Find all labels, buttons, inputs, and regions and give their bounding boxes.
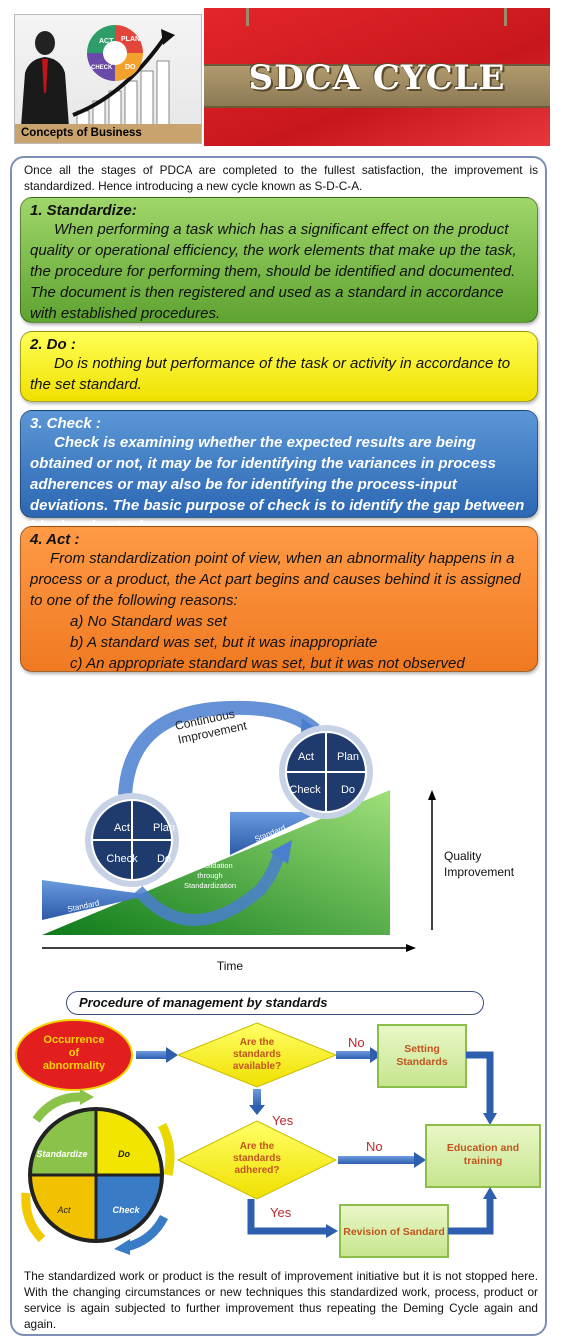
logo-caption: Concepts of Business Excellence <box>15 124 201 143</box>
sdca-standardize: Standardize <box>36 1149 87 1159</box>
arrow <box>249 1105 265 1115</box>
arrow <box>166 1047 178 1063</box>
step-heading: 4. Act : <box>30 531 80 548</box>
reason-item: c) An appropriate standard was set, but … <box>70 655 465 672</box>
standard-wedge-1 <box>42 880 150 920</box>
wheel-do: Do <box>157 853 171 865</box>
step-text: Do is nothing but performance of the tas… <box>30 355 511 393</box>
logo-wheel-plan: PLAN <box>121 36 140 43</box>
step-text: Check is examining whether the expected … <box>30 434 525 535</box>
sdca-act: Act <box>56 1205 71 1215</box>
rope-right <box>504 8 507 26</box>
content-frame <box>10 156 547 1336</box>
consolidation-arrow <box>133 848 286 926</box>
wheel-plan: Plan <box>337 751 359 763</box>
wheel-do: Do <box>341 784 355 796</box>
reason-item: a) No Standard was set <box>70 613 227 630</box>
arrow <box>483 1113 497 1125</box>
step-text: From standardization point of view, when… <box>30 550 521 609</box>
no-label-1: No <box>348 1035 365 1050</box>
logo-wheel-act: ACT <box>99 38 114 45</box>
title-banner: SDCA CYCLE <box>204 8 550 146</box>
outro-text: The standardized work or product is the … <box>24 1269 538 1331</box>
step-heading: 2. Do : <box>30 336 76 353</box>
occurrence-node <box>15 1019 133 1091</box>
pdca-wheel-2: Act Plan Check Do <box>279 725 373 819</box>
question-standards-available <box>176 1022 338 1088</box>
setting-standards-node <box>377 1024 467 1088</box>
step-standardize: 1. Standardize: When performing a task w… <box>20 197 538 323</box>
revision-label: Revision of Sandard <box>343 1226 445 1238</box>
wheel-act: Act <box>114 822 130 834</box>
procedure-title: Procedure of management by standards <box>66 991 484 1015</box>
step-do: 2. Do : Do is nothing but performance of… <box>20 331 538 402</box>
reason-item: b) A standard was set, but it was inappr… <box>70 634 378 651</box>
step-heading: 1. Standardize: <box>30 202 137 219</box>
education-node <box>425 1124 541 1188</box>
banner-strip <box>204 64 550 108</box>
pdca-wheel-1: Act Plan Check Do <box>85 793 179 887</box>
logo: ACT PLAN DO CHECK Concepts of Business E… <box>14 14 202 144</box>
question-standards-adhered <box>176 1120 338 1200</box>
header: ACT PLAN DO CHECK Concepts of Business E… <box>14 8 550 146</box>
standard-wedge-2 <box>230 812 320 855</box>
logo-graphic: ACT PLAN DO CHECK <box>21 25 175 128</box>
no-label-2: No <box>366 1139 383 1154</box>
sdca-wheel: Standardize Do Act Check <box>21 1089 175 1255</box>
wheel-check: Check <box>289 784 321 796</box>
wheel-plan: Plan <box>153 822 175 834</box>
wheel-act: Act <box>298 751 314 763</box>
x-axis-label: Time <box>217 959 244 973</box>
logo-wheel-check: CHECK <box>91 65 113 71</box>
arrow <box>326 1224 338 1238</box>
logo-wheel-do: DO <box>125 64 136 71</box>
arrow <box>370 1047 382 1063</box>
page-title: SDCA CYCLE <box>248 58 506 98</box>
yes-label-2: Yes <box>270 1205 292 1220</box>
arrow <box>414 1152 426 1168</box>
step-check: 3. Check : Check is examining whether th… <box>20 410 538 535</box>
rope-left <box>246 8 249 26</box>
wheel-check: Check <box>106 853 138 865</box>
intro-text: Once all the stages of PDCA are complete… <box>24 163 538 193</box>
step-heading: 3. Check : <box>30 415 101 432</box>
step-text: When performing a task which has a signi… <box>30 221 517 322</box>
yes-label-1: Yes <box>272 1113 294 1128</box>
revision-node <box>339 1204 449 1258</box>
sdca-check: Check <box>112 1205 140 1215</box>
step-act: 4. Act : From standardization point of v… <box>20 526 538 672</box>
continuous-arrow <box>118 700 320 796</box>
arrow <box>483 1187 497 1199</box>
sdca-do: Do <box>118 1149 130 1159</box>
